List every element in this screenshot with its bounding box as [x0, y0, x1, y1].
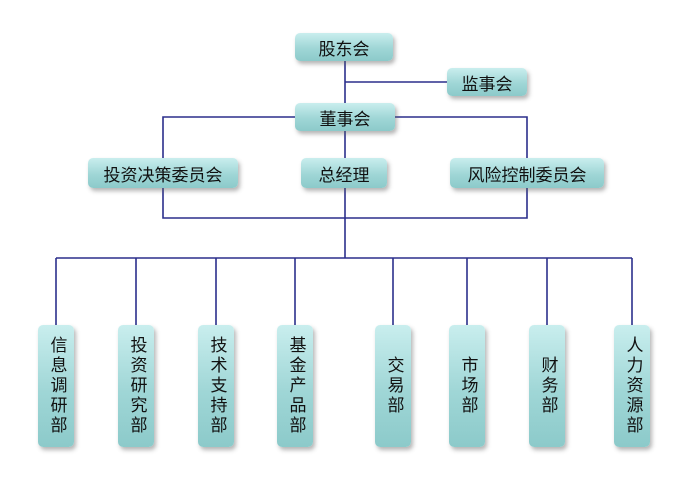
department-label: 基金产品部 — [285, 336, 306, 436]
department-box: 人力资源部 — [614, 325, 650, 447]
connector — [162, 116, 295, 158]
department-label: 财务部 — [537, 356, 558, 416]
investment-committee-box: 投资决策委员会 — [88, 158, 238, 188]
general-manager-label: 总经理 — [318, 165, 370, 186]
board-label: 董事会 — [319, 109, 371, 130]
supervisors-box: 监事会 — [447, 68, 527, 96]
general-manager-box: 总经理 — [301, 158, 387, 188]
department-label: 人力资源部 — [622, 336, 643, 436]
department-box: 技术支持部 — [198, 325, 234, 447]
supervisors-label: 监事会 — [461, 74, 513, 95]
department-box: 财务部 — [529, 325, 565, 447]
risk-committee-label: 风险控制委员会 — [467, 165, 587, 186]
department-label: 信息调研部 — [46, 336, 67, 436]
department-box: 投资研究部 — [118, 325, 154, 447]
department-label: 交易部 — [383, 356, 404, 416]
investment-committee-label: 投资决策委员会 — [103, 165, 223, 186]
department-box: 基金产品部 — [277, 325, 313, 447]
department-label: 投资研究部 — [126, 336, 147, 436]
department-box: 市场部 — [449, 325, 485, 447]
department-box: 信息调研部 — [38, 325, 74, 447]
board-box: 董事会 — [295, 103, 395, 131]
department-box: 交易部 — [375, 325, 411, 447]
risk-committee-box: 风险控制委员会 — [450, 158, 604, 188]
connector — [395, 116, 528, 158]
shareholders-box: 股东会 — [295, 33, 393, 61]
department-label: 技术支持部 — [206, 336, 227, 436]
department-label: 市场部 — [457, 356, 478, 416]
shareholders-label: 股东会 — [318, 39, 370, 60]
